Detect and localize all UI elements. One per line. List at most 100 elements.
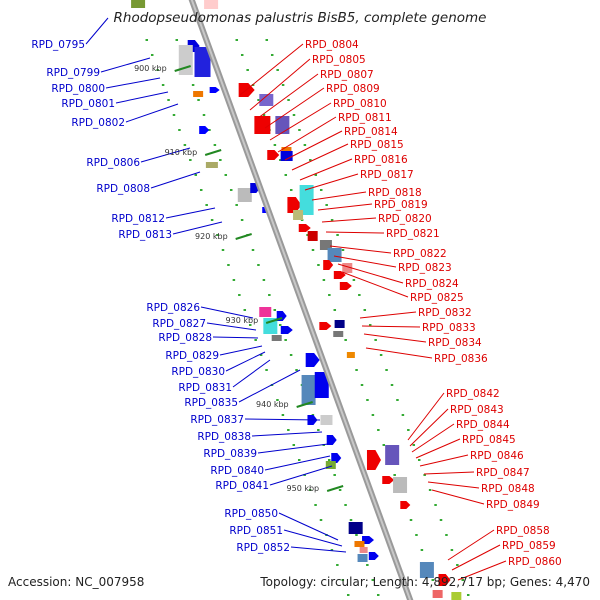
track-dot bbox=[420, 549, 424, 551]
gene-label-right: RPD_0820 bbox=[378, 213, 432, 225]
leader-line bbox=[407, 392, 445, 441]
gene-arrow bbox=[305, 353, 320, 367]
track-dot bbox=[385, 369, 388, 371]
track-dot bbox=[235, 39, 239, 41]
track-dot bbox=[156, 69, 159, 71]
gene-block bbox=[254, 116, 271, 134]
track-dot bbox=[349, 519, 353, 521]
track-dot bbox=[336, 234, 339, 236]
track-dot bbox=[415, 534, 418, 536]
leader-line bbox=[427, 481, 480, 489]
gene-block bbox=[419, 562, 434, 578]
gene-arrow bbox=[323, 260, 334, 270]
gene-label-right: RPD_0832 bbox=[418, 307, 472, 319]
gene-block bbox=[334, 320, 345, 328]
gene-label-right: RPD_0836 bbox=[434, 353, 488, 365]
track-dot bbox=[393, 474, 396, 476]
gene-arrow bbox=[362, 536, 375, 544]
track-dot bbox=[466, 594, 470, 596]
track-dot bbox=[344, 339, 347, 341]
leader-line bbox=[251, 431, 323, 437]
track-dot bbox=[352, 279, 356, 281]
gene-label-right: RPD_0809 bbox=[326, 83, 380, 95]
gene-block bbox=[271, 335, 282, 341]
track-dot bbox=[295, 369, 298, 371]
track-dot bbox=[303, 474, 306, 476]
track-dot bbox=[377, 429, 380, 431]
gene-arrow bbox=[319, 322, 332, 330]
gene-label-left: RPD_0800 bbox=[51, 83, 105, 95]
scale-tick-label: 930 kbp bbox=[226, 316, 259, 325]
track-dot bbox=[259, 354, 263, 356]
gene-label-left: RPD_0806 bbox=[86, 157, 140, 169]
gene-block bbox=[293, 210, 304, 220]
leader-line bbox=[411, 423, 455, 453]
track-dot bbox=[333, 309, 337, 311]
gene-arrow bbox=[368, 552, 379, 560]
gene-block bbox=[301, 375, 316, 405]
track-dot bbox=[287, 429, 290, 431]
leader-line bbox=[219, 345, 263, 356]
gene-block bbox=[348, 522, 363, 534]
gene-label-left: RPD_0808 bbox=[96, 183, 150, 195]
leader-line bbox=[291, 143, 349, 171]
track-dot bbox=[412, 444, 416, 446]
scale-tick-label: 950 kbp bbox=[287, 484, 320, 493]
gene-label-right: RPD_0814 bbox=[344, 126, 398, 138]
track-dot bbox=[306, 234, 309, 236]
gene-block bbox=[275, 116, 290, 134]
track-dot bbox=[273, 309, 277, 311]
track-dot bbox=[379, 354, 383, 356]
leader-line bbox=[264, 455, 331, 471]
gene-label-left: RPD_0851 bbox=[229, 525, 283, 537]
gene-label-left: RPD_0801 bbox=[61, 98, 115, 110]
leader-line bbox=[165, 207, 216, 219]
track-dot bbox=[409, 519, 413, 521]
gene-block bbox=[307, 231, 318, 241]
track-dot bbox=[248, 324, 252, 326]
gene-label-right: RPD_0849 bbox=[486, 499, 540, 511]
scale-tick bbox=[265, 317, 283, 324]
track-dot bbox=[276, 69, 279, 71]
scale-tick-label: 910 kbp bbox=[165, 148, 198, 157]
gene-label-left: RPD_0828 bbox=[158, 332, 212, 344]
track-dot bbox=[161, 84, 165, 86]
gene-label-right: RPD_0833 bbox=[422, 322, 476, 334]
track-dot bbox=[338, 489, 342, 491]
track-dot bbox=[229, 189, 233, 191]
track-dot bbox=[292, 114, 296, 116]
gene-label-right: RPD_0817 bbox=[360, 169, 414, 181]
gene-block bbox=[205, 162, 218, 168]
track-dot bbox=[219, 159, 222, 161]
track-dot bbox=[319, 519, 323, 521]
gene-label-left: RPD_0852 bbox=[236, 542, 290, 554]
genome-backbone-highlight bbox=[190, 0, 412, 600]
gene-label-left: RPD_0831 bbox=[178, 382, 232, 394]
gene-block bbox=[320, 415, 333, 425]
track-dot bbox=[265, 39, 269, 41]
leader-line bbox=[269, 465, 333, 486]
gene-label-right: RPD_0804 bbox=[305, 39, 359, 51]
leader-line bbox=[264, 87, 325, 129]
track-dot bbox=[368, 324, 372, 326]
gene-label-left: RPD_0813 bbox=[118, 229, 172, 241]
track-dot bbox=[150, 54, 154, 56]
gene-block bbox=[342, 263, 353, 273]
track-dot bbox=[445, 534, 448, 536]
gene-label-left: RPD_0841 bbox=[215, 480, 269, 492]
track-dot bbox=[202, 114, 206, 116]
track-dot bbox=[251, 249, 255, 251]
leader-line bbox=[299, 158, 353, 181]
gene-label-right: RPD_0843 bbox=[450, 404, 504, 416]
track-dot bbox=[327, 459, 331, 461]
gene-label-right: RPD_0834 bbox=[428, 337, 482, 349]
track-dot bbox=[317, 264, 320, 266]
leader-line bbox=[105, 77, 161, 89]
gene-block bbox=[393, 477, 408, 493]
track-dot bbox=[314, 174, 318, 176]
gene-arrow bbox=[298, 224, 311, 232]
gene-block bbox=[237, 188, 252, 202]
gene-block bbox=[385, 445, 400, 465]
gene-label-right: RPD_0815 bbox=[350, 139, 404, 151]
